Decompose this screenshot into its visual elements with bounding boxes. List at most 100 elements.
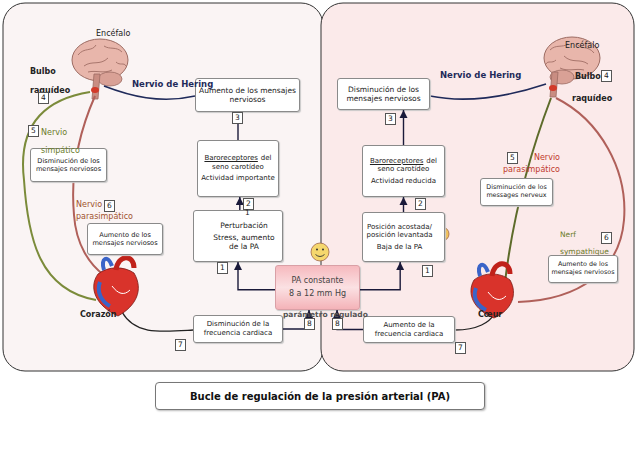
face-eye bbox=[316, 249, 318, 251]
text-line: Baroreceptoresdel seno carotídeo bbox=[200, 154, 276, 171]
box-heading: Disminución de los mensajes nerviosos bbox=[36, 157, 101, 173]
left-panel bbox=[3, 3, 323, 371]
heart-aorta bbox=[116, 258, 134, 270]
text-line: Actividad importante bbox=[201, 174, 275, 183]
callout-number: 8 bbox=[332, 318, 343, 330]
callout-number: 7 bbox=[175, 339, 186, 351]
right-panel bbox=[321, 3, 634, 371]
nerve-label: Nervio simpático bbox=[41, 124, 83, 160]
nerve-label: Nervio de Hering bbox=[440, 71, 521, 81]
text-line: Disminución de la frecuencia cardiaca bbox=[196, 320, 280, 337]
box-heading: Aumento de la frecuencia cardiaca bbox=[375, 321, 444, 338]
organ-label: Encéfalo bbox=[96, 29, 130, 38]
heart-detail bbox=[112, 286, 130, 293]
process-box: Aumento de los mensajes nerviosos bbox=[548, 255, 618, 283]
callout-number: 3 bbox=[232, 112, 243, 124]
box-text: Baja de la PA bbox=[377, 243, 423, 251]
callout-number: 4 bbox=[601, 70, 612, 82]
callout-number: 8 bbox=[304, 318, 315, 330]
process-box: Posición acostada/ posición levantadaBaj… bbox=[362, 212, 445, 262]
text-line: Baroreceptoresdel seno carotídeo bbox=[365, 157, 442, 174]
box-text: Actividad importante bbox=[201, 174, 275, 182]
face-circle bbox=[311, 243, 329, 261]
organ-label: Bulbo raquídeo bbox=[30, 62, 72, 100]
process-box: Baroreceptoresdel seno carotídeoActivida… bbox=[197, 140, 279, 197]
heart-illustration bbox=[94, 258, 139, 316]
box-text: 8 a 12 mm Hg bbox=[289, 289, 346, 298]
heart-vein bbox=[99, 282, 110, 306]
box-heading: Perturbación bbox=[220, 221, 268, 230]
callout-number: 1 bbox=[217, 262, 228, 274]
text-line: Aumento de los mensajes nerviosos bbox=[551, 261, 615, 277]
text-line: Baja de la PA bbox=[377, 243, 423, 252]
brain-folds bbox=[78, 45, 126, 72]
text-line: Perturbación bbox=[220, 221, 268, 230]
process-box: Aumento de los mensajes nerviosos bbox=[87, 223, 163, 255]
box-text: Stress, aumento de la PA bbox=[213, 233, 274, 251]
heart-detail bbox=[488, 292, 506, 299]
callout-number: 6 bbox=[601, 232, 612, 244]
edge-group bbox=[238, 110, 404, 330]
process-box: Baroreceptoresdel seno carotídeoActivida… bbox=[362, 145, 445, 197]
nerve-label: Nervio de Hering bbox=[132, 80, 213, 90]
box-heading: Aumento de los mensajes nerviosos bbox=[551, 260, 614, 276]
nerve-label: Nervio parasimpático bbox=[486, 152, 560, 176]
brain-stem bbox=[92, 74, 100, 99]
flow-arrow bbox=[403, 110, 404, 145]
box-heading: Aumento de los mensajes nerviosos bbox=[199, 86, 296, 104]
happy-face bbox=[311, 243, 329, 261]
box-heading: Disminución de los messages nerveux bbox=[486, 183, 546, 199]
face-eye bbox=[322, 249, 324, 251]
brain-cortex bbox=[72, 39, 128, 81]
heart-illustration bbox=[471, 264, 514, 318]
step-number: 1 bbox=[245, 209, 250, 218]
diagram-title: Bucle de regulación de la presión arteri… bbox=[155, 382, 485, 410]
heart-aorta bbox=[492, 264, 510, 276]
sympathetic-nerve bbox=[23, 92, 96, 300]
text-line: Disminución de los messages nerveux bbox=[483, 184, 550, 200]
box-heading: Baroreceptores bbox=[204, 154, 257, 162]
box-heading: Baroreceptores bbox=[370, 157, 423, 165]
process-box: Disminución de la frecuencia cardiaca bbox=[193, 315, 283, 343]
box-heading: PA constante bbox=[291, 276, 343, 285]
text-line: Disminución de los mensajes nerviosos bbox=[33, 157, 104, 173]
process-box: Disminución de los messages nerveux bbox=[480, 178, 553, 206]
caption-label: parámetro regulado bbox=[283, 311, 368, 320]
heart-link bbox=[122, 312, 193, 331]
text-line: 8 a 12 mm Hg bbox=[289, 289, 346, 299]
text-line: Stress, aumento de la PA bbox=[208, 233, 280, 251]
face-mouth bbox=[316, 255, 325, 257]
heart-body bbox=[94, 268, 139, 316]
callout-number: 7 bbox=[455, 342, 466, 354]
nerve-label: Nervio parasimpático bbox=[76, 199, 128, 223]
flow-arrow bbox=[239, 197, 240, 210]
callout-number: 5 bbox=[507, 152, 518, 164]
process-box: Aumento de la frecuencia cardiaca bbox=[363, 316, 455, 343]
bulb-marker bbox=[549, 85, 557, 91]
flow-arrow bbox=[360, 262, 400, 290]
bulb-marker bbox=[91, 87, 99, 93]
callout-number: 4 bbox=[38, 92, 49, 104]
text-line: Aumento de la frecuencia cardiaca bbox=[366, 321, 452, 338]
callout-number: 1 bbox=[422, 265, 433, 277]
callout-number: 2 bbox=[415, 198, 426, 210]
heart-vein bbox=[479, 265, 488, 276]
brain-cerebellum bbox=[98, 72, 122, 86]
process-box: PerturbaciónStress, aumento de la PA bbox=[193, 210, 283, 262]
organ-label: raquídeo bbox=[572, 94, 612, 103]
heart-vein bbox=[475, 288, 486, 310]
regulated-value-box: PA constante 8 a 12 mm Hg bbox=[275, 265, 360, 310]
text-line: Aumento de los mensajes nerviosos bbox=[90, 231, 160, 247]
organ-label: Bulbo bbox=[575, 72, 601, 81]
text-line: Disminución de los mensajes nerviosos bbox=[340, 85, 427, 103]
hering-nerve bbox=[430, 84, 546, 99]
callout-number: 5 bbox=[28, 125, 39, 137]
heart-vein bbox=[103, 259, 112, 270]
text-line: PA constante bbox=[291, 276, 343, 286]
organ-label: Corazón bbox=[80, 310, 117, 319]
box-heading: Aumento de los mensajes nerviosos bbox=[92, 231, 157, 247]
process-box: Disminución de los mensajes nerviosos bbox=[337, 78, 430, 110]
brain-cerebellum bbox=[550, 70, 574, 84]
organ-label: Cœur bbox=[478, 310, 502, 319]
